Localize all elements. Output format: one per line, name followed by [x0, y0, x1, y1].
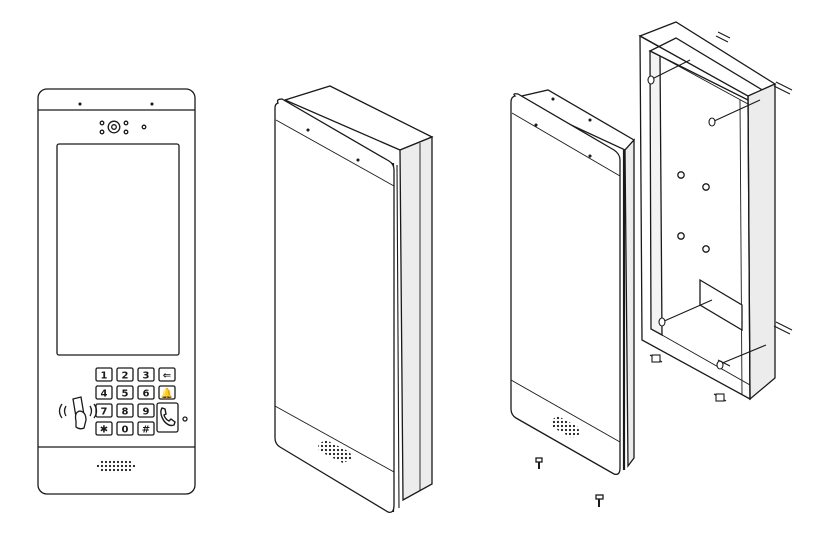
speaker-grille-icon — [95, 459, 136, 473]
keypad-key-label: # — [142, 425, 150, 436]
keypad-key-label: ⇐ — [163, 371, 171, 382]
back-box-side — [399, 136, 433, 502]
keypad-key-label: 7 — [101, 407, 108, 418]
speaker-grille-icon — [318, 440, 352, 463]
keypad-key-label: 6 — [143, 389, 150, 400]
front-view-panel: 1 2 3 ⇐ 4 5 6 🔔 7 8 9 ✱ 0 # — [37, 88, 196, 495]
keypad-key-label: 8 — [122, 407, 129, 418]
keypad-key-label: 🔔 — [161, 388, 173, 400]
phone-handset-icon — [160, 407, 176, 427]
panel-face — [510, 93, 621, 476]
keypad-key-2-1[interactable]: 8 — [116, 403, 134, 418]
exploded-view-panel — [510, 21, 793, 507]
panel-face — [274, 98, 395, 513]
nfc-card-icon — [58, 396, 98, 430]
keypad-key-0-3[interactable]: ⇐ — [158, 367, 176, 382]
keypad-key-1-3[interactable]: 🔔 — [158, 385, 176, 400]
speaker-grille-icon — [551, 416, 580, 438]
keypad-key-1-2[interactable]: 6 — [137, 385, 155, 400]
camera-icon — [99, 120, 147, 135]
keypad-key-0-0[interactable]: 1 — [95, 367, 113, 382]
stud-icon — [677, 171, 685, 179]
back-box — [638, 21, 777, 401]
keypad-key-1-0[interactable]: 4 — [95, 385, 113, 400]
isometric-view-panel — [274, 85, 434, 513]
stud-icon — [702, 245, 710, 253]
keypad-key-3-2[interactable]: # — [137, 421, 155, 436]
stud-icon — [702, 183, 710, 191]
mounting-screw-icon — [647, 31, 793, 402]
keypad-key-3-1[interactable]: 0 — [116, 421, 134, 436]
keypad-key-label: 4 — [101, 389, 108, 400]
keypad-key-label: 1 — [101, 371, 108, 382]
keypad-key-label: 2 — [122, 371, 129, 382]
screw-icon — [595, 494, 604, 507]
status-led — [182, 416, 188, 422]
keypad-key-2-0[interactable]: 7 — [95, 403, 113, 418]
stud-icon — [677, 232, 685, 240]
screw-icon — [535, 457, 543, 469]
keypad-key-label: 0 — [122, 425, 129, 436]
keypad-key-label: 5 — [122, 389, 129, 400]
display-screen — [56, 143, 180, 356]
keypad-key-label: 9 — [143, 407, 150, 418]
keypad-key-0-2[interactable]: 3 — [137, 367, 155, 382]
call-button[interactable] — [156, 402, 179, 433]
keypad-key-2-2[interactable]: 9 — [137, 403, 155, 418]
keypad-key-1-1[interactable]: 5 — [116, 385, 134, 400]
keypad-key-3-0[interactable]: ✱ — [95, 421, 113, 436]
front-outer-frame — [37, 88, 196, 495]
keypad-key-label: 3 — [143, 371, 150, 382]
keypad: 1 2 3 ⇐ 4 5 6 🔔 7 8 9 ✱ 0 # — [95, 367, 188, 436]
keypad-key-label: ✱ — [100, 425, 108, 436]
keypad-key-0-1[interactable]: 2 — [116, 367, 134, 382]
